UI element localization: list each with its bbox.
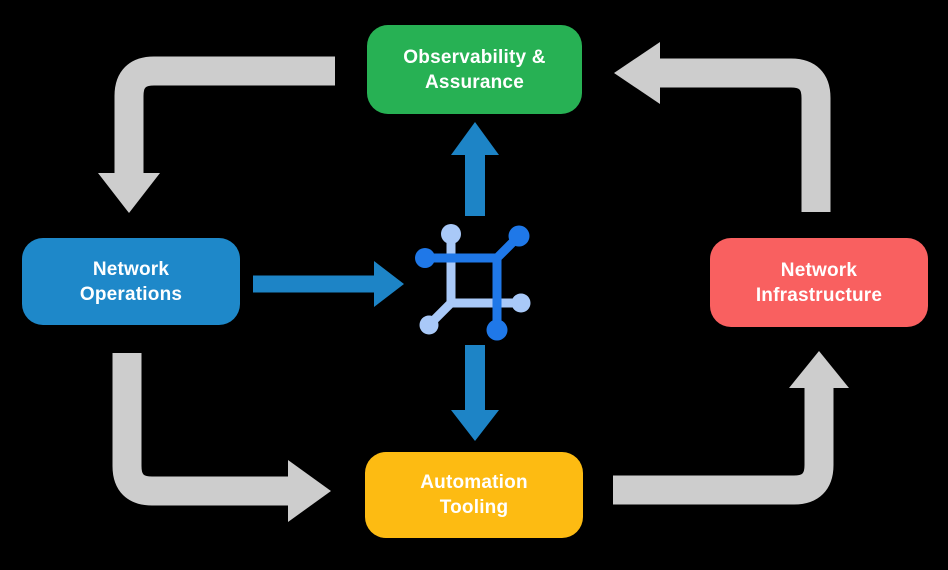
node-label: Automation Tooling bbox=[420, 472, 528, 518]
network-icon-light-part bbox=[419, 224, 531, 335]
arrow-head bbox=[614, 42, 660, 104]
node-label: Network Infrastructure bbox=[755, 259, 883, 306]
arrow-center-to-observability bbox=[451, 122, 499, 216]
arrow-center-to-automation bbox=[451, 345, 499, 441]
arrow-head bbox=[451, 122, 499, 155]
arrow-observability-to-operations bbox=[98, 56, 335, 213]
arrow-operations-to-center bbox=[253, 261, 404, 307]
network-icon-node bbox=[441, 224, 461, 244]
arrow-head bbox=[288, 460, 331, 522]
arrow-shaft bbox=[660, 58, 831, 212]
network-icon-node bbox=[511, 293, 531, 313]
network-icon-node bbox=[415, 248, 435, 268]
arrow-operations-to-automation bbox=[112, 353, 331, 522]
arrow-head bbox=[451, 410, 499, 441]
arrow-head bbox=[98, 173, 160, 213]
network-platform-icon bbox=[415, 224, 531, 341]
arrow-automation-to-infrastructure bbox=[613, 351, 849, 505]
arrow-head bbox=[374, 261, 404, 307]
arrow-shaft bbox=[613, 388, 834, 505]
node-label: Observability & Assurance bbox=[403, 46, 546, 93]
node-network-operations: Network Operations bbox=[22, 238, 240, 325]
node-label: Network Operations bbox=[79, 258, 183, 305]
arrow-shaft bbox=[114, 56, 335, 173]
node-network-infrastructure: Network Infrastructure bbox=[710, 238, 928, 327]
node-observability-assurance: Observability & Assurance bbox=[367, 25, 582, 114]
arrow-shaft bbox=[112, 353, 288, 506]
network-icon-node bbox=[419, 315, 439, 335]
network-icon-node bbox=[508, 225, 530, 247]
network-icon-dark-part bbox=[415, 225, 530, 341]
network-icon-node bbox=[486, 319, 508, 341]
arrow-infrastructure-to-observability bbox=[614, 42, 831, 212]
arrow-head bbox=[789, 351, 849, 388]
node-automation-tooling: Automation Tooling bbox=[365, 452, 583, 538]
